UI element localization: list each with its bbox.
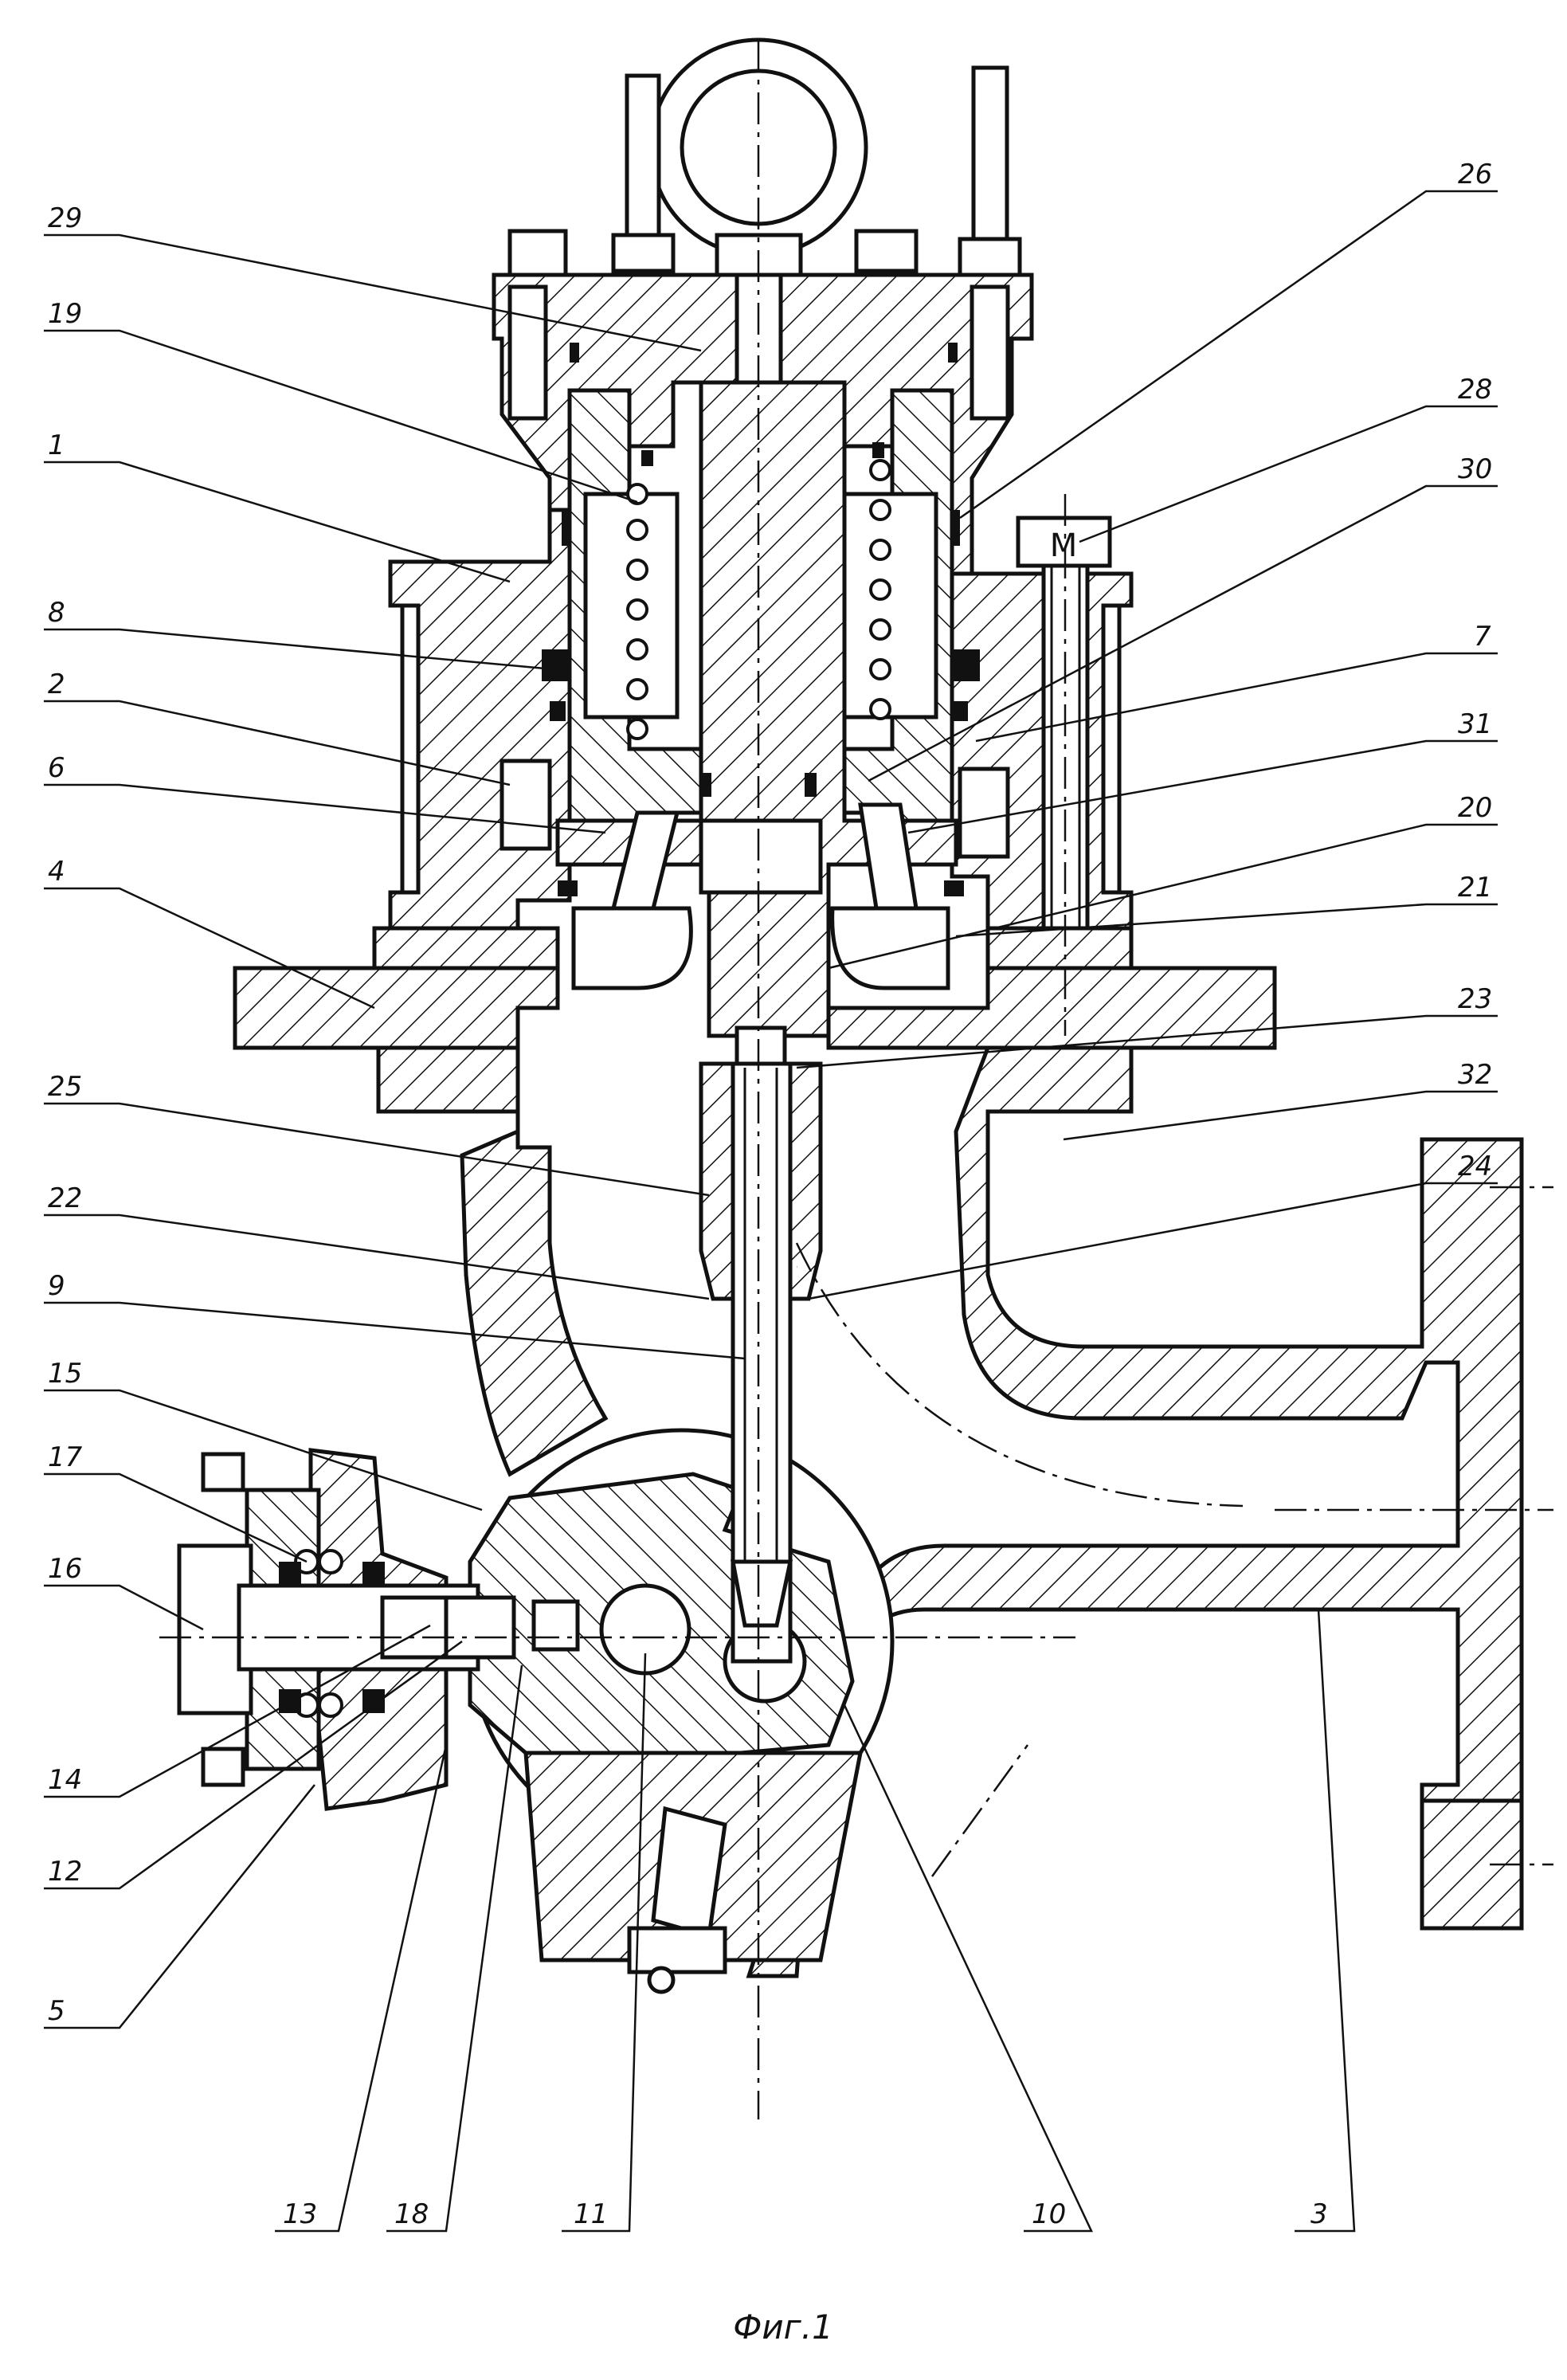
callout-26: 26: [1458, 159, 1492, 190]
callout-21: 21: [1458, 872, 1492, 904]
callout-16: 16: [48, 1553, 82, 1585]
callout-15: 15: [48, 1358, 82, 1390]
callout-4: 4: [48, 856, 65, 888]
screw-head-marking: M: [1050, 527, 1078, 564]
callout-24: 24: [1458, 1151, 1492, 1182]
callout-13: 13: [283, 2198, 317, 2230]
callout-29: 29: [48, 202, 82, 234]
callout-1: 1: [48, 429, 65, 461]
callout-31: 31: [1458, 708, 1492, 740]
callout-14: 14: [48, 1764, 82, 1796]
callout-25: 25: [48, 1071, 82, 1103]
callout-6: 6: [48, 752, 65, 784]
callout-32: 32: [1458, 1059, 1492, 1091]
ball-valve-plug: [470, 1430, 892, 1992]
callout-23: 23: [1458, 983, 1492, 1015]
callout-3: 3: [1310, 2198, 1328, 2230]
valve-body: [311, 1048, 1522, 1976]
callout-17: 17: [48, 1441, 83, 1473]
callout-20: 20: [1458, 792, 1492, 824]
callout-19: 19: [48, 298, 82, 330]
callout-28: 28: [1458, 374, 1492, 406]
callout-18: 18: [394, 2198, 429, 2230]
callout-11: 11: [574, 2198, 608, 2230]
callout-9: 9: [48, 1270, 65, 1302]
figure-caption: Фиг.1: [733, 2307, 833, 2347]
callout-5: 5: [48, 1995, 65, 2027]
callout-22: 22: [48, 1182, 82, 1214]
callout-8: 8: [48, 597, 65, 629]
callout-10: 10: [1032, 2198, 1066, 2230]
callout-7: 7: [1474, 621, 1491, 653]
callout-2: 2: [48, 669, 65, 700]
callout-30: 30: [1458, 453, 1492, 485]
callout-12: 12: [48, 1856, 82, 1888]
